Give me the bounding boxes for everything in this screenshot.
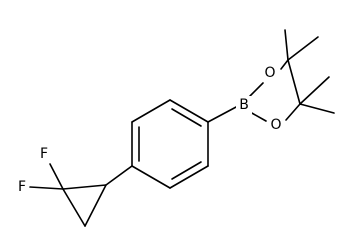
ring-double-bond: [171, 161, 202, 180]
ring-bond: [131, 165, 171, 189]
dioxaborolane-ring: [249, 59, 301, 122]
methyl-bond: [284, 29, 289, 61]
ring-bond: [169, 165, 209, 189]
ring-bond: [62, 184, 107, 190]
methyl-bond: [299, 103, 335, 114]
oxygen-label-top: O: [264, 65, 275, 81]
c-f-bond: [29, 186, 64, 190]
o-c-bond: [285, 103, 301, 121]
ring-bond: [169, 99, 209, 123]
ring-bond: [84, 184, 107, 227]
ring-double-bond: [171, 108, 202, 127]
methyl-groups: [284, 29, 335, 114]
benzene-ring: [131, 99, 209, 189]
fluorine-label-top: F: [40, 146, 48, 162]
aryl-boron-bond: [207, 105, 239, 123]
methyl-bond: [287, 36, 319, 61]
cyclopropyl-ring: [29, 163, 133, 227]
aryl-cyclopropyl-bond: [105, 165, 133, 186]
ring-bond: [131, 99, 171, 123]
boron-label: B: [239, 97, 249, 113]
methyl-bond: [299, 76, 330, 105]
fluorine-label-left: F: [18, 179, 26, 195]
c-c-bond: [287, 59, 301, 105]
o-c-bond: [280, 59, 289, 70]
c-f-bond: [49, 163, 64, 190]
atom-labels: B O O F F: [15, 64, 284, 196]
ring-bond: [62, 188, 86, 227]
oxygen-label-bottom: O: [270, 117, 281, 133]
b-o-bond: [249, 82, 264, 97]
b-o-bond: [249, 111, 267, 122]
